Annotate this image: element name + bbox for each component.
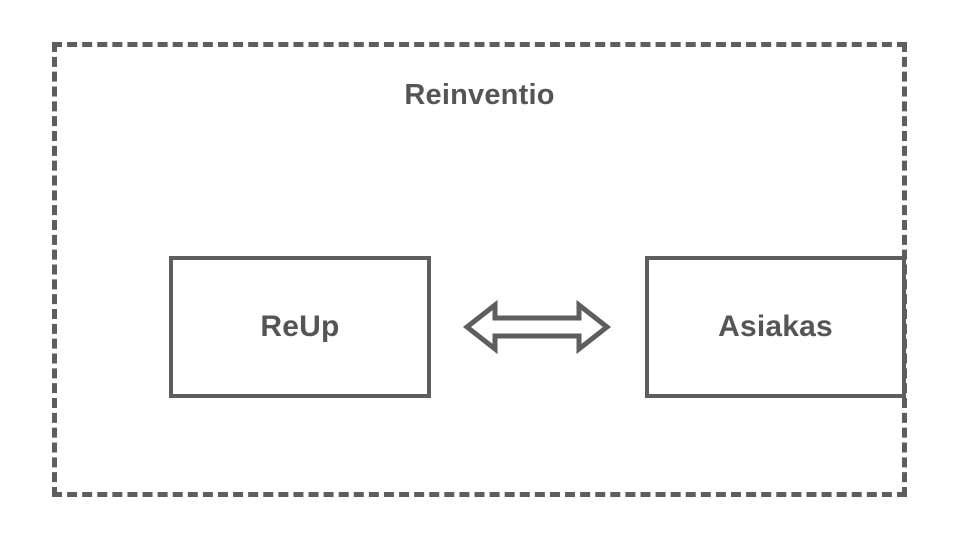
bidirectional-arrow-svg — [462, 299, 612, 355]
bidirectional-arrow-icon[interactable] — [462, 299, 612, 355]
boundary-reinventio[interactable]: Reinventio ReUp Asiakas — [52, 42, 907, 497]
boundary-title: Reinventio — [404, 79, 555, 111]
node-reup-label: ReUp — [260, 310, 340, 343]
arrow-outline — [462, 299, 612, 355]
node-asiakas[interactable]: Asiakas — [645, 256, 906, 398]
node-asiakas-label: Asiakas — [718, 310, 833, 343]
node-reup[interactable]: ReUp — [169, 256, 431, 398]
